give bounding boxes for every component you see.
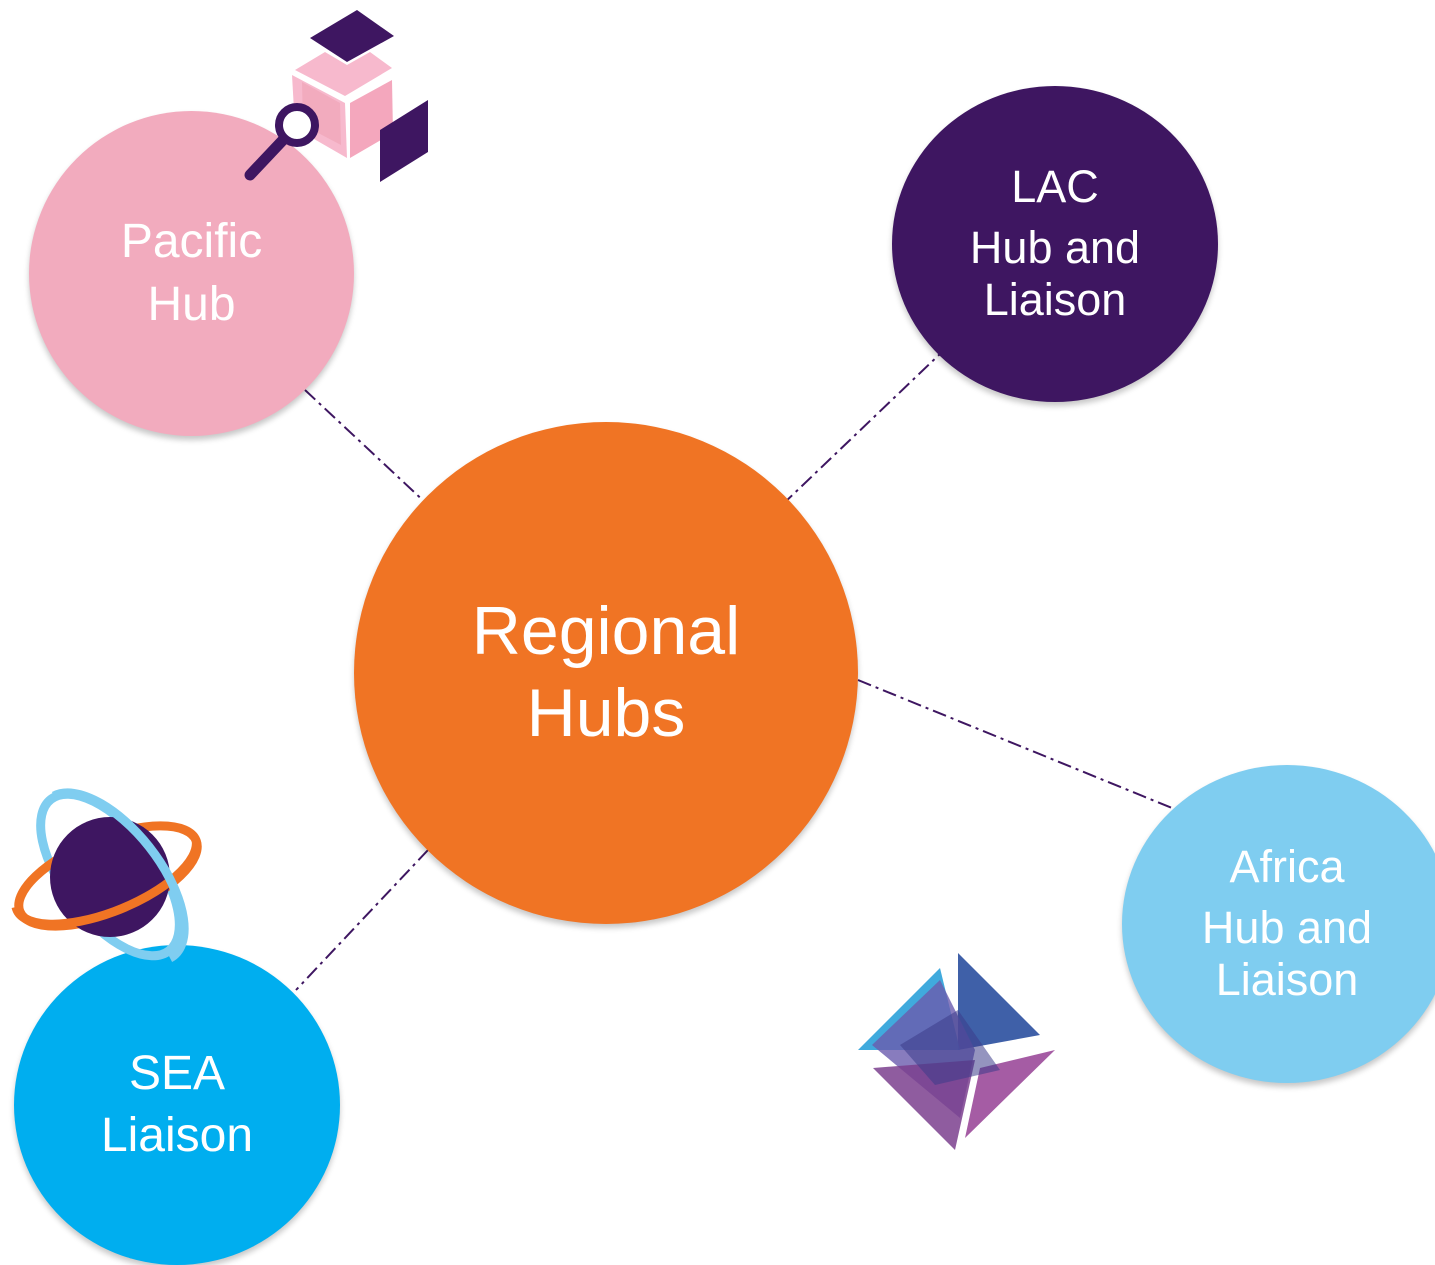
- regional-hubs-center-node: Regional Hubs: [354, 422, 858, 924]
- africa-hub-node: Africa Hub and Liaison: [1122, 765, 1435, 1083]
- box-search-icon: [244, 10, 428, 182]
- connector-lac: [781, 351, 943, 506]
- lac-hub-node: LAC Hub and Liaison: [892, 86, 1218, 402]
- planet-icon: [11, 788, 202, 962]
- pacific-hub-label-line2: Hub: [147, 277, 236, 331]
- pacific-hub-label-line1: Pacific: [120, 215, 263, 269]
- lac-hub-label-line2: Hub and: [969, 221, 1141, 273]
- geometric-prism-icon: [858, 953, 1055, 1150]
- africa-hub-label-line1: Africa: [1229, 841, 1345, 893]
- sea-liaison-node: SEA Liaison: [14, 945, 340, 1265]
- africa-hub-label-line2: Hub and: [1201, 901, 1373, 953]
- center-label-line1: Regional: [471, 593, 741, 670]
- sea-liaison-label-line1: SEA: [128, 1046, 226, 1100]
- connector-sea: [295, 849, 429, 991]
- connector-pacific: [304, 389, 429, 506]
- pacific-hub-node: Pacific Hub: [29, 111, 354, 436]
- lac-hub-label-line3: Liaison: [983, 274, 1127, 326]
- connector-africa: [857, 679, 1173, 809]
- lac-hub-label-line1: LAC: [1011, 161, 1099, 213]
- africa-hub-label-line3: Liaison: [1215, 954, 1359, 1006]
- sea-liaison-label-line2: Liaison: [100, 1109, 254, 1162]
- center-label-line2: Hubs: [526, 675, 686, 751]
